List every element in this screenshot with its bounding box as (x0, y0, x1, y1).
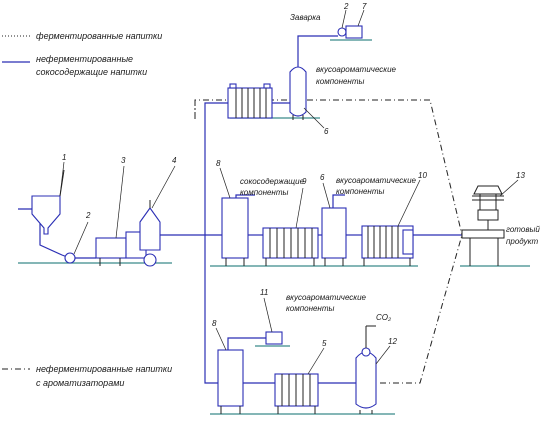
label-3: 3 (121, 156, 126, 165)
heat-exchanger-10 (361, 179, 421, 266)
label-juice-1: сокосодержащие (240, 177, 305, 186)
label-aroma-mid-2: компоненты (336, 187, 384, 196)
label-aroma-mid-1: вкусоароматические (336, 176, 417, 185)
floor-lines (18, 39, 530, 415)
label-4: 4 (172, 156, 177, 165)
pump-2-top (337, 9, 365, 39)
label-9: 9 (302, 177, 307, 186)
tank-8-bottom (215, 327, 244, 414)
return-line-bottom (380, 234, 463, 384)
label-aroma-top-1: вкусоароматические (316, 65, 397, 74)
vessel-11 (263, 297, 283, 345)
label-8a: 8 (216, 159, 221, 168)
mixer-3 (95, 165, 147, 266)
label-aroma-bot-1: вкусоароматические (286, 293, 367, 302)
label-product-1: готовый (506, 225, 540, 234)
label-1: 1 (62, 153, 66, 162)
filler-13 (461, 179, 519, 266)
return-line-top (194, 99, 463, 236)
label-10: 10 (418, 171, 427, 180)
label-2b: 2 (343, 2, 349, 11)
label-13: 13 (516, 171, 525, 180)
pump-2 (64, 221, 89, 264)
legend: ферментированные напитки неферментирован… (2, 31, 172, 388)
unit-4 (139, 165, 176, 267)
label-11: 11 (260, 288, 268, 297)
label-aroma-top-2: компоненты (316, 77, 364, 86)
legend-flavored-label-2: с ароматизаторами (36, 378, 124, 388)
label-12: 12 (388, 337, 397, 346)
label-6b: 6 (320, 173, 325, 182)
label-juice-2: компоненты (240, 188, 288, 197)
legend-flavored-label-1: неферментированные напитки (36, 364, 172, 374)
saturator-12 (355, 325, 391, 414)
legend-nonfermented-label-2: сокосодержащие напитки (36, 67, 147, 77)
tank-1 (31, 161, 65, 235)
label-2a: 2 (85, 211, 91, 220)
label-5: 5 (322, 339, 327, 348)
tank-6-top (289, 66, 325, 129)
pipe-branch-down (204, 235, 218, 384)
label-8b: 8 (212, 319, 217, 328)
label-product-2: продукт (506, 237, 539, 246)
label-aroma-bot-2: компоненты (286, 304, 334, 313)
label-6a: 6 (324, 127, 329, 136)
tank-8-middle (219, 167, 249, 266)
heat-exchanger-9 (262, 187, 319, 266)
label-zavarka: Заварка (290, 13, 321, 22)
heat-exchanger-5 (274, 347, 325, 414)
legend-nonfermented-label-1: неферментированные (36, 54, 133, 64)
label-co2: CO₂ (376, 313, 391, 322)
legend-fermented-label: ферментированные напитки (36, 31, 162, 41)
tank-6-middle (321, 182, 347, 266)
pipe-branch-up (204, 102, 228, 235)
label-7: 7 (362, 2, 367, 11)
heat-exchanger-top (227, 83, 273, 119)
pipe-to-zavarka (297, 35, 338, 68)
